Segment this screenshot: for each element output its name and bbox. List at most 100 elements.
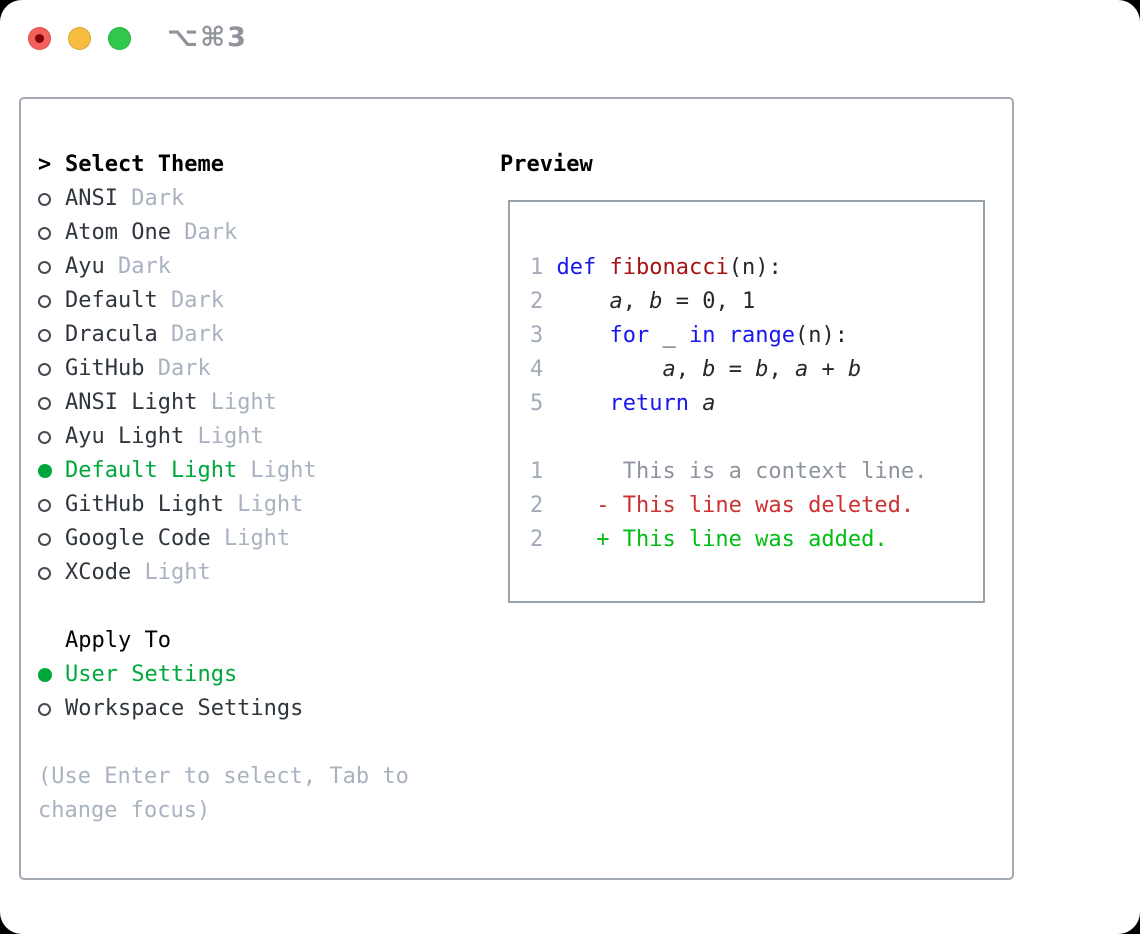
code-token <box>689 391 702 416</box>
code-line-content: a, b = 0, 1 <box>543 285 755 319</box>
code-token <box>543 255 556 280</box>
theme-variant: Dark <box>117 186 185 211</box>
select-theme-header: >Select Theme <box>38 148 409 182</box>
apply-to-header: Apply To <box>38 624 409 658</box>
code-line-content: def fibonacci(n): <box>543 251 781 285</box>
code-token-v: b <box>649 289 663 314</box>
line-number: 5 <box>530 391 544 416</box>
spacer-row <box>38 590 409 624</box>
theme-variant: Light <box>197 390 277 415</box>
radio-cell <box>38 250 65 284</box>
theme-variant: Dark <box>104 254 171 279</box>
radio-selected-icon <box>38 464 52 478</box>
radio-cell <box>38 488 65 522</box>
code-token-kw: def <box>556 255 597 280</box>
preview-heading: Preview <box>500 152 593 177</box>
close-button[interactable] <box>28 27 51 50</box>
spacer-row <box>38 726 409 760</box>
radio-cell <box>38 454 65 488</box>
help-text-line: change focus) <box>38 794 409 828</box>
radio-icon <box>38 702 51 716</box>
theme-variant: Dark <box>144 356 211 381</box>
theme-option[interactable]: Atom One Dark <box>38 216 409 250</box>
radio-icon <box>38 362 51 376</box>
line-number: 3 <box>530 323 544 348</box>
code-token <box>715 323 728 348</box>
line-number: 4 <box>530 357 544 382</box>
code-token-fn: fibonacci <box>609 255 729 280</box>
radio-icon <box>38 260 51 274</box>
theme-option[interactable]: Ayu Light Light <box>38 420 409 454</box>
code-token <box>543 289 609 314</box>
theme-option[interactable]: XCode Light <box>38 556 409 590</box>
theme-variant: Dark <box>157 322 224 347</box>
theme-option[interactable]: Google Code Light <box>38 522 409 556</box>
help-text-line: (Use Enter to select, Tab to <box>38 760 409 794</box>
code-line: 2 - This line was deleted. <box>530 489 983 523</box>
help-text: change focus) <box>38 798 211 823</box>
radio-cell <box>38 386 65 420</box>
theme-option[interactable]: ANSI Dark <box>38 182 409 216</box>
radio-cell <box>38 522 65 556</box>
apply-option[interactable]: Workspace Settings <box>38 692 409 726</box>
select-theme-heading: Select Theme <box>65 152 224 177</box>
theme-variant: Light <box>131 560 211 585</box>
code-token-v: a <box>609 289 623 314</box>
code-token-v: a <box>662 357 676 382</box>
theme-variant: Dark <box>170 220 238 245</box>
code-token-v: b <box>847 357 862 382</box>
line-number: 2 <box>530 527 544 552</box>
line-number: 2 <box>530 289 544 314</box>
code-line: 5 return a <box>530 387 983 421</box>
radio-icon <box>38 430 51 444</box>
apply-option-label: User Settings <box>65 662 238 687</box>
minimize-button[interactable] <box>68 27 91 50</box>
theme-option[interactable]: Default Light Light <box>38 454 409 488</box>
line-number: 1 <box>530 459 544 484</box>
code-line-content: for _ in range(n): <box>543 319 847 353</box>
code-token: + <box>808 357 848 382</box>
zoom-button[interactable] <box>108 27 131 50</box>
theme-option[interactable]: ANSI Light Light <box>38 386 409 420</box>
theme-option[interactable]: GitHub Dark <box>38 352 409 386</box>
code-line-content: - This line was deleted. <box>543 489 914 523</box>
code-token-add: + This line was added. <box>543 527 888 552</box>
theme-variant: Light <box>237 458 317 483</box>
theme-name: Ayu Light <box>65 424 185 449</box>
theme-name: Atom One <box>65 220 171 245</box>
theme-variant: Light <box>223 492 304 517</box>
code-line: 1 This is a context line. <box>530 455 983 489</box>
code-token <box>543 391 609 416</box>
theme-option[interactable]: Ayu Dark <box>38 250 409 284</box>
code-line: 2 + This line was added. <box>530 523 983 557</box>
code-token-kw: range <box>728 323 795 348</box>
code-token <box>596 255 609 280</box>
radio-icon <box>38 328 51 342</box>
code-token-v: a <box>794 357 809 382</box>
theme-name: Google Code <box>65 526 211 551</box>
radio-cell <box>38 420 65 454</box>
theme-option[interactable]: Dracula Dark <box>38 318 409 352</box>
code-token: _ <box>649 323 689 348</box>
code-token: = <box>715 357 756 382</box>
code-token: , <box>675 357 703 382</box>
code-line-content: This is a context line. <box>543 455 928 489</box>
apply-to-indent <box>38 624 65 658</box>
code-token <box>543 357 662 382</box>
radio-icon <box>38 294 51 308</box>
apply-option-label: Workspace Settings <box>65 696 304 721</box>
apply-option[interactable]: User Settings <box>38 658 409 692</box>
theme-option[interactable]: GitHub Light Light <box>38 488 409 522</box>
code-token-v: a <box>702 391 716 416</box>
radio-cell <box>38 692 65 726</box>
radio-cell <box>38 216 65 250</box>
code-line: 2 a, b = 0, 1 <box>530 285 983 319</box>
record-dot-icon <box>35 34 44 43</box>
theme-option[interactable]: Default Dark <box>38 284 409 318</box>
theme-name: ANSI Light <box>65 390 198 415</box>
code-token-del: - This line was deleted. <box>543 493 915 518</box>
radio-icon <box>38 532 51 546</box>
theme-name: Ayu <box>65 254 105 279</box>
